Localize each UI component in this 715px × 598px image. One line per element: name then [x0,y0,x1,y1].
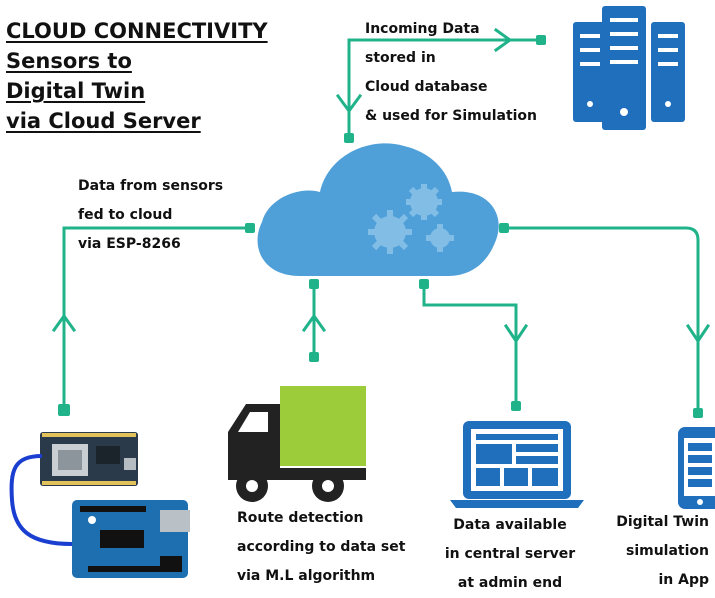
port-cloud-left [245,223,255,233]
label-line: in App [658,572,709,588]
arrow-into-cloud [335,93,363,114]
label-line: Cloud database [365,79,488,95]
port-server [511,401,521,411]
label-line: & used for Simulation [365,108,538,124]
port-truck [309,352,319,362]
connector-cloud-to-server [422,281,518,407]
label-line: Data from sensors [78,178,224,194]
label-digital-twin-app: Digital Twin simulation in App [605,508,709,595]
title-line: Digital Twin [6,79,146,103]
port-cloud-bottom-1 [309,279,319,289]
title-line: CLOUD CONNECTIVITY [6,19,268,43]
port-database [536,35,546,45]
diagram-title: CLOUD CONNECTIVITY Sensors to Digital Tw… [6,16,268,136]
mobile-app-icon [678,427,715,509]
port-cloud-bottom-2 [419,279,429,289]
label-line: via M.L algorithm [237,568,376,584]
label-route-detection: Route detection according to data set vi… [237,504,405,591]
label-line: Data available [453,517,567,533]
title-line: Sensors to [6,49,132,73]
label-line: stored in [365,50,436,66]
port-cloud-right [499,223,509,233]
esp8266-board-icon [40,432,138,486]
label-line: Digital Twin [616,514,709,530]
arrow-up-truck [301,313,327,333]
arrow-up-sensors [51,313,77,333]
connector-sensors-to-cloud [62,226,254,412]
label-line: at admin end [457,575,563,591]
connectors [51,27,711,418]
label-incoming-data: Incoming Data stored in Cloud database &… [365,15,537,131]
laptop-dashboard-icon [450,421,584,508]
label-line: via ESP-8266 [78,236,181,252]
connector-cloud-to-database [347,38,542,142]
port-sensors [58,404,70,416]
label-line: fed to cloud [78,207,173,223]
arrow-down-app [685,323,711,344]
arduino-board-icon [72,500,190,578]
title-line: via Cloud Server [6,109,201,133]
truck-icon [228,386,366,502]
port-cloud-top [344,133,354,143]
cloud-icon [257,143,499,276]
gears-icon [368,184,454,254]
arrow-down-server [503,323,529,344]
label-sensor-data: Data from sensors fed to cloud via ESP-8… [78,172,223,259]
usb-cable [9,454,73,546]
label-line: in central server [444,546,576,562]
label-line: Incoming Data [365,21,480,37]
arrow-to-database [493,27,513,53]
connector-cloud-to-app [504,226,700,412]
label-line: simulation [625,543,709,559]
server-rack-icon [573,6,685,130]
label-line: Route detection [237,510,364,526]
label-central-server: Data available in central server at admi… [425,511,595,598]
label-line: according to data set [237,539,406,555]
port-app [693,408,703,418]
